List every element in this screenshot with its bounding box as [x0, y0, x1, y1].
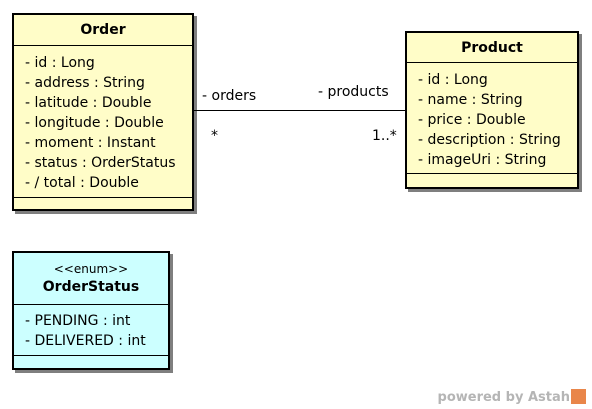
association-multiplicity-products: 1..*: [372, 128, 397, 144]
association-multiplicity-orders: *: [211, 128, 218, 144]
product-class[interactable]: Product - id : Long - name : String - pr…: [405, 31, 579, 189]
order-attr-latitude: - latitude : Double: [25, 95, 152, 111]
association-line[interactable]: [194, 110, 405, 111]
association-role-orders: - orders: [202, 88, 257, 104]
product-attr-id: - id : Long: [418, 72, 488, 88]
astah-watermark: powered by Astah: [438, 389, 586, 405]
product-attr-imageuri: - imageUri : String: [418, 152, 547, 168]
order-attr-total: - / total : Double: [25, 175, 139, 191]
watermark-text: powered by Astah: [437, 390, 570, 405]
orderstatus-enum[interactable]: <<enum>> OrderStatus - PENDING : int - D…: [12, 251, 170, 370]
order-attr-longitude: - longitude : Double: [25, 115, 164, 131]
enum-literal-delivered: - DELIVERED : int: [25, 333, 146, 349]
order-attr-address: - address : String: [25, 75, 145, 91]
association-role-products: - products: [318, 84, 389, 100]
order-class-name: Order: [14, 15, 192, 46]
product-class-name: Product: [407, 33, 577, 63]
orderstatus-class-name: OrderStatus: [42, 279, 140, 295]
order-attr-status: - status : OrderStatus: [25, 155, 176, 171]
product-attributes: - id : Long - name : String - price : Do…: [407, 63, 577, 174]
product-attr-name: - name : String: [418, 92, 523, 108]
order-attr-id: - id : Long: [25, 55, 95, 71]
product-attr-description: - description : String: [418, 132, 561, 148]
astah-logo-icon: [571, 389, 586, 404]
product-attr-price: - price : Double: [418, 112, 526, 128]
orderstatus-literals: - PENDING : int - DELIVERED : int: [14, 305, 168, 356]
enum-stereotype: <<enum>>: [53, 262, 129, 276]
order-class[interactable]: Order - id : Long - address : String - l…: [12, 13, 194, 211]
order-attr-moment: - moment : Instant: [25, 135, 156, 151]
order-attributes: - id : Long - address : String - latitud…: [14, 46, 192, 198]
orderstatus-header: <<enum>> OrderStatus: [14, 253, 168, 305]
enum-literal-pending: - PENDING : int: [25, 313, 131, 329]
